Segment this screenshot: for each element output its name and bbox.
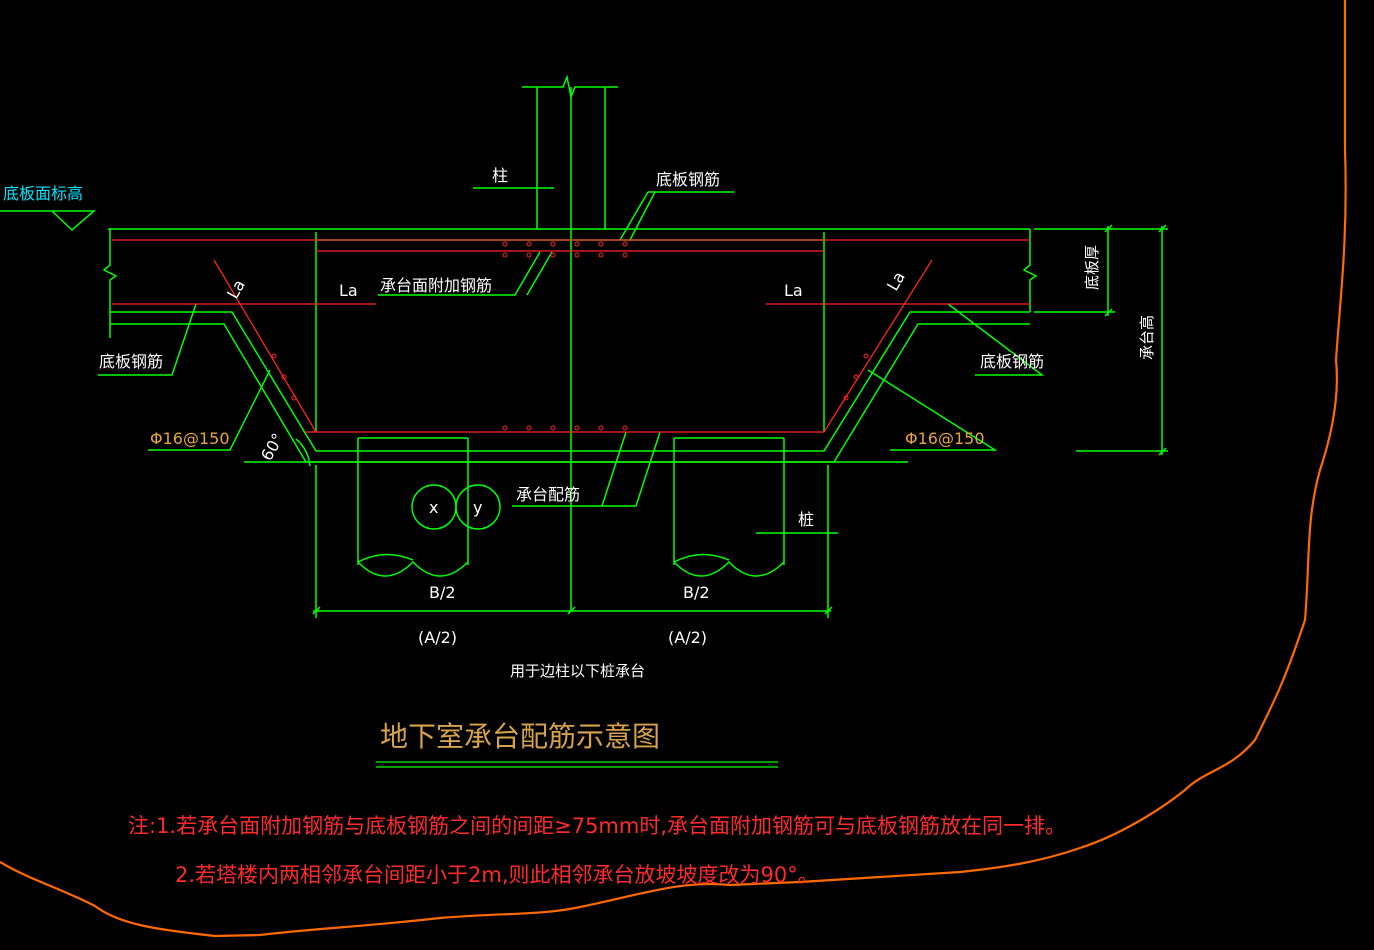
circle-x-label: x (429, 498, 438, 517)
note-2: 2.若塔楼内两相邻承台间距小于2m,则此相邻承台放坡坡度改为90°。 (175, 863, 819, 887)
half-a-left-label: (A/2) (418, 628, 457, 647)
stirrup-right-label: Φ16@150 (905, 429, 985, 448)
cap-rebar-label: 承台配筋 (516, 485, 580, 504)
la-right-horizontal: La (784, 281, 803, 300)
half-a-right-label: (A/2) (668, 628, 707, 647)
slab-thickness-label: 底板厚 (1083, 245, 1101, 290)
rebar-dots (271, 241, 869, 431)
rebar-lines (112, 239, 1030, 433)
column-label-top: 柱 (492, 166, 508, 185)
half-b-right-label: B/2 (683, 583, 710, 602)
caption: 用于边柱以下桩承台 (510, 662, 645, 680)
half-b-left-label: B/2 (429, 583, 456, 602)
slab-rebar-left-label: 底板钢筋 (99, 352, 163, 371)
circle-y-label: y (473, 498, 482, 517)
note-1: 注:1.若承台面附加钢筋与底板钢筋之间的间距≥75mm时,承台面附加钢筋可与底板… (128, 814, 1066, 838)
la-right-slope: La (883, 268, 909, 294)
slab-rebar-top-label: 底板钢筋 (656, 170, 720, 189)
cap-top-additional-rebar-label: 承台面附加钢筋 (380, 276, 492, 295)
pile-label: 桩 (798, 510, 814, 529)
stirrup-left-label: Φ16@150 (150, 429, 230, 448)
cap-outline (0, 74, 1168, 618)
site-boundary (0, 0, 1347, 938)
angle-label: 60° (257, 430, 288, 464)
cap-height-label: 承台高 (1138, 315, 1156, 360)
la-left-horizontal: La (339, 281, 358, 300)
slab-top-elevation-label: 底板面标高 (3, 184, 83, 203)
slab-rebar-right-label: 底板钢筋 (980, 352, 1044, 371)
la-left-slope: La (223, 276, 249, 302)
drawing-title: 地下室承台配筋示意图 (380, 720, 660, 753)
